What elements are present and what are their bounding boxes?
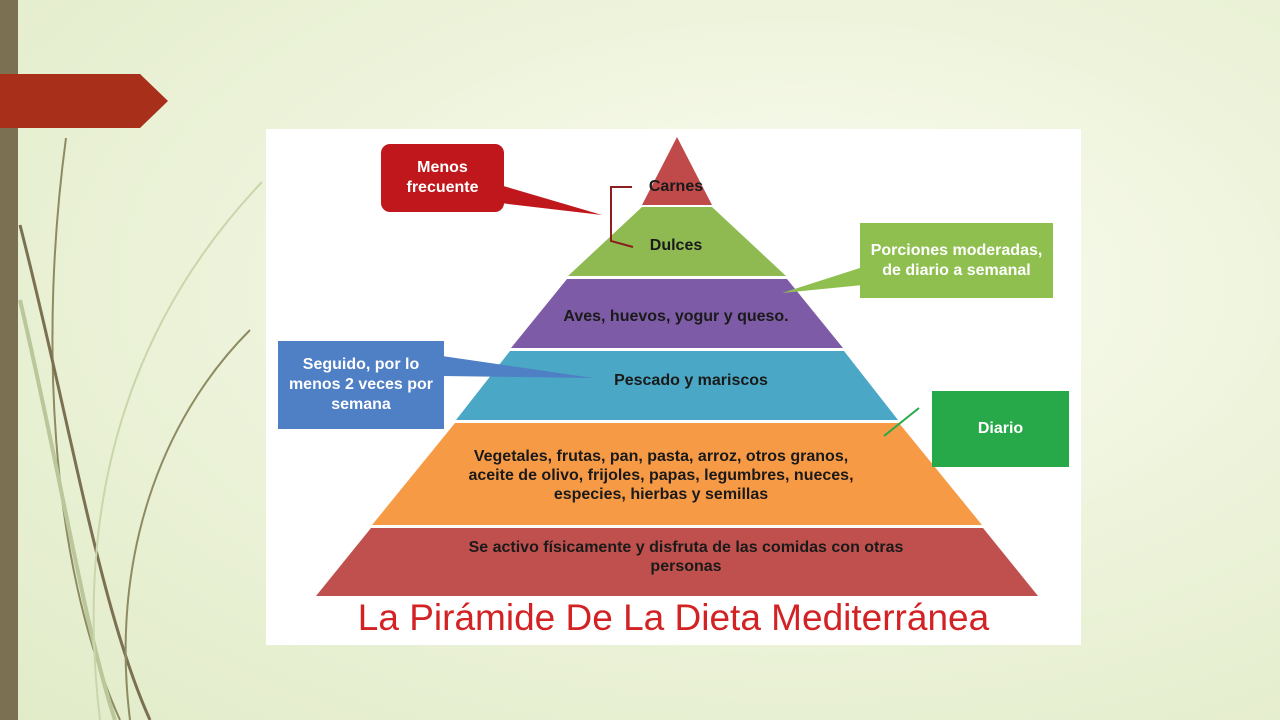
callout-pointer-seguido (442, 356, 593, 378)
level-label-aves: Aves, huevos, yogur y queso. (563, 307, 789, 325)
pyramid-level-vegetales (372, 423, 982, 525)
bracket-connector (610, 186, 634, 248)
pyramid-level-pescado (456, 351, 898, 420)
level-label-actividad: Se activo físicamente y disfruta de las … (468, 539, 904, 575)
pyramid-level-actividad (316, 528, 1038, 596)
callout-box-porciones (860, 223, 1053, 298)
level-label-dulces: Dulces (649, 236, 703, 254)
callout-box-diario (932, 391, 1069, 467)
callout-text-seguido: Seguido, por lo menos 2 veces por semana (288, 356, 434, 413)
callout-text-porciones: Porciones moderadas, de diario a semanal (870, 242, 1043, 279)
callout-text-menos-frecuente: Menos frecuente (406, 159, 479, 196)
callout-box-menos-frecuente (381, 144, 504, 212)
arrow-tab-shape (0, 74, 168, 128)
callout-pointer-porciones (782, 267, 863, 293)
diagram-title: La Pirámide De La Dieta Mediterránea (357, 597, 990, 638)
pyramid-diagram: Carnes Dulces Aves, huevos, yogur y ques… (266, 129, 1081, 645)
level-label-carnes: Carnes (648, 177, 704, 195)
callout-pointer-menos-frecuente (500, 185, 602, 215)
pyramid-svg (278, 137, 1069, 596)
pyramid-level-dulces (568, 207, 786, 276)
level-label-vegetales: Vegetales, frutas, pan, pasta, arroz, ot… (468, 447, 854, 503)
decorative-curves (18, 137, 263, 720)
callout-connector-diario (883, 407, 920, 437)
left-side-bar (0, 0, 18, 720)
arrow-tab-polygon (0, 74, 168, 128)
callout-text-diario: Diario (977, 420, 1024, 437)
pyramid-level-aves (511, 279, 843, 348)
level-label-pescado: Pescado y mariscos (614, 371, 768, 389)
callout-box-seguido (278, 341, 444, 429)
pyramid-level-carnes (642, 137, 712, 205)
